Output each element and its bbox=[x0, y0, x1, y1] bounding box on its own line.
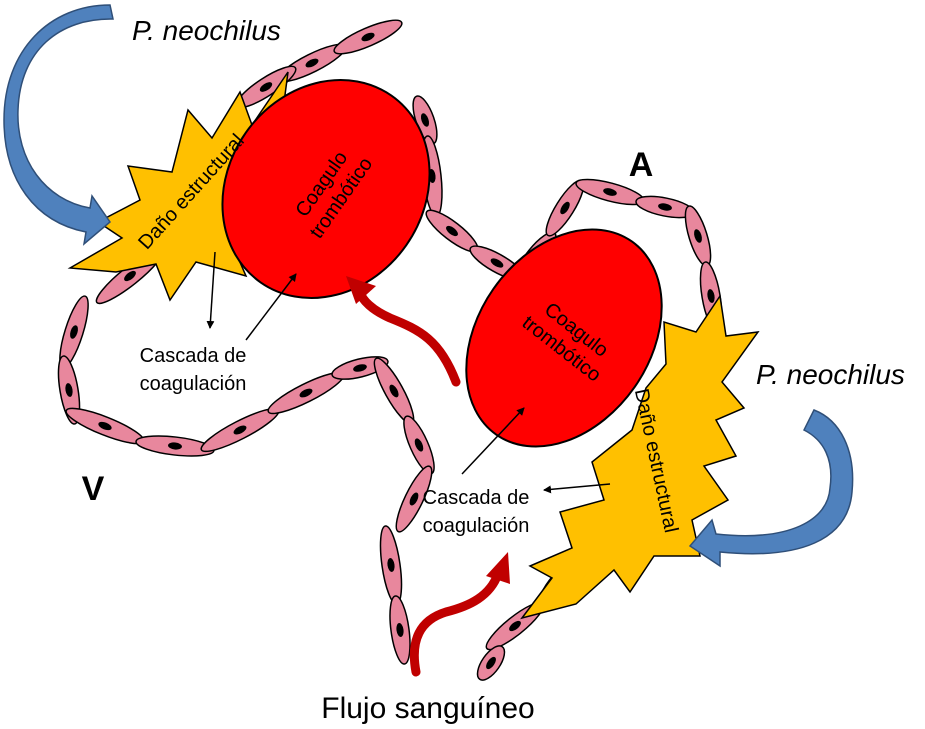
cascade-label-left-line2: coagulación bbox=[140, 373, 247, 395]
pathogen-arrow-top-left bbox=[4, 5, 113, 244]
blood-flow-label: Flujo sanguíneo bbox=[321, 692, 535, 725]
artery-label: A bbox=[629, 146, 654, 184]
cascade-label-right-line2: coagulación bbox=[423, 515, 530, 537]
vein-label: V bbox=[82, 470, 105, 508]
pathogen-label-top: P. neochilus bbox=[132, 15, 281, 46]
cascade-label-right-line1: Cascada de bbox=[423, 487, 530, 509]
cascade-label-left-line1: Cascada de bbox=[140, 345, 247, 367]
blood-flow-arrowhead-lower bbox=[486, 552, 510, 584]
pathogen-label-right: P. neochilus bbox=[756, 359, 905, 390]
